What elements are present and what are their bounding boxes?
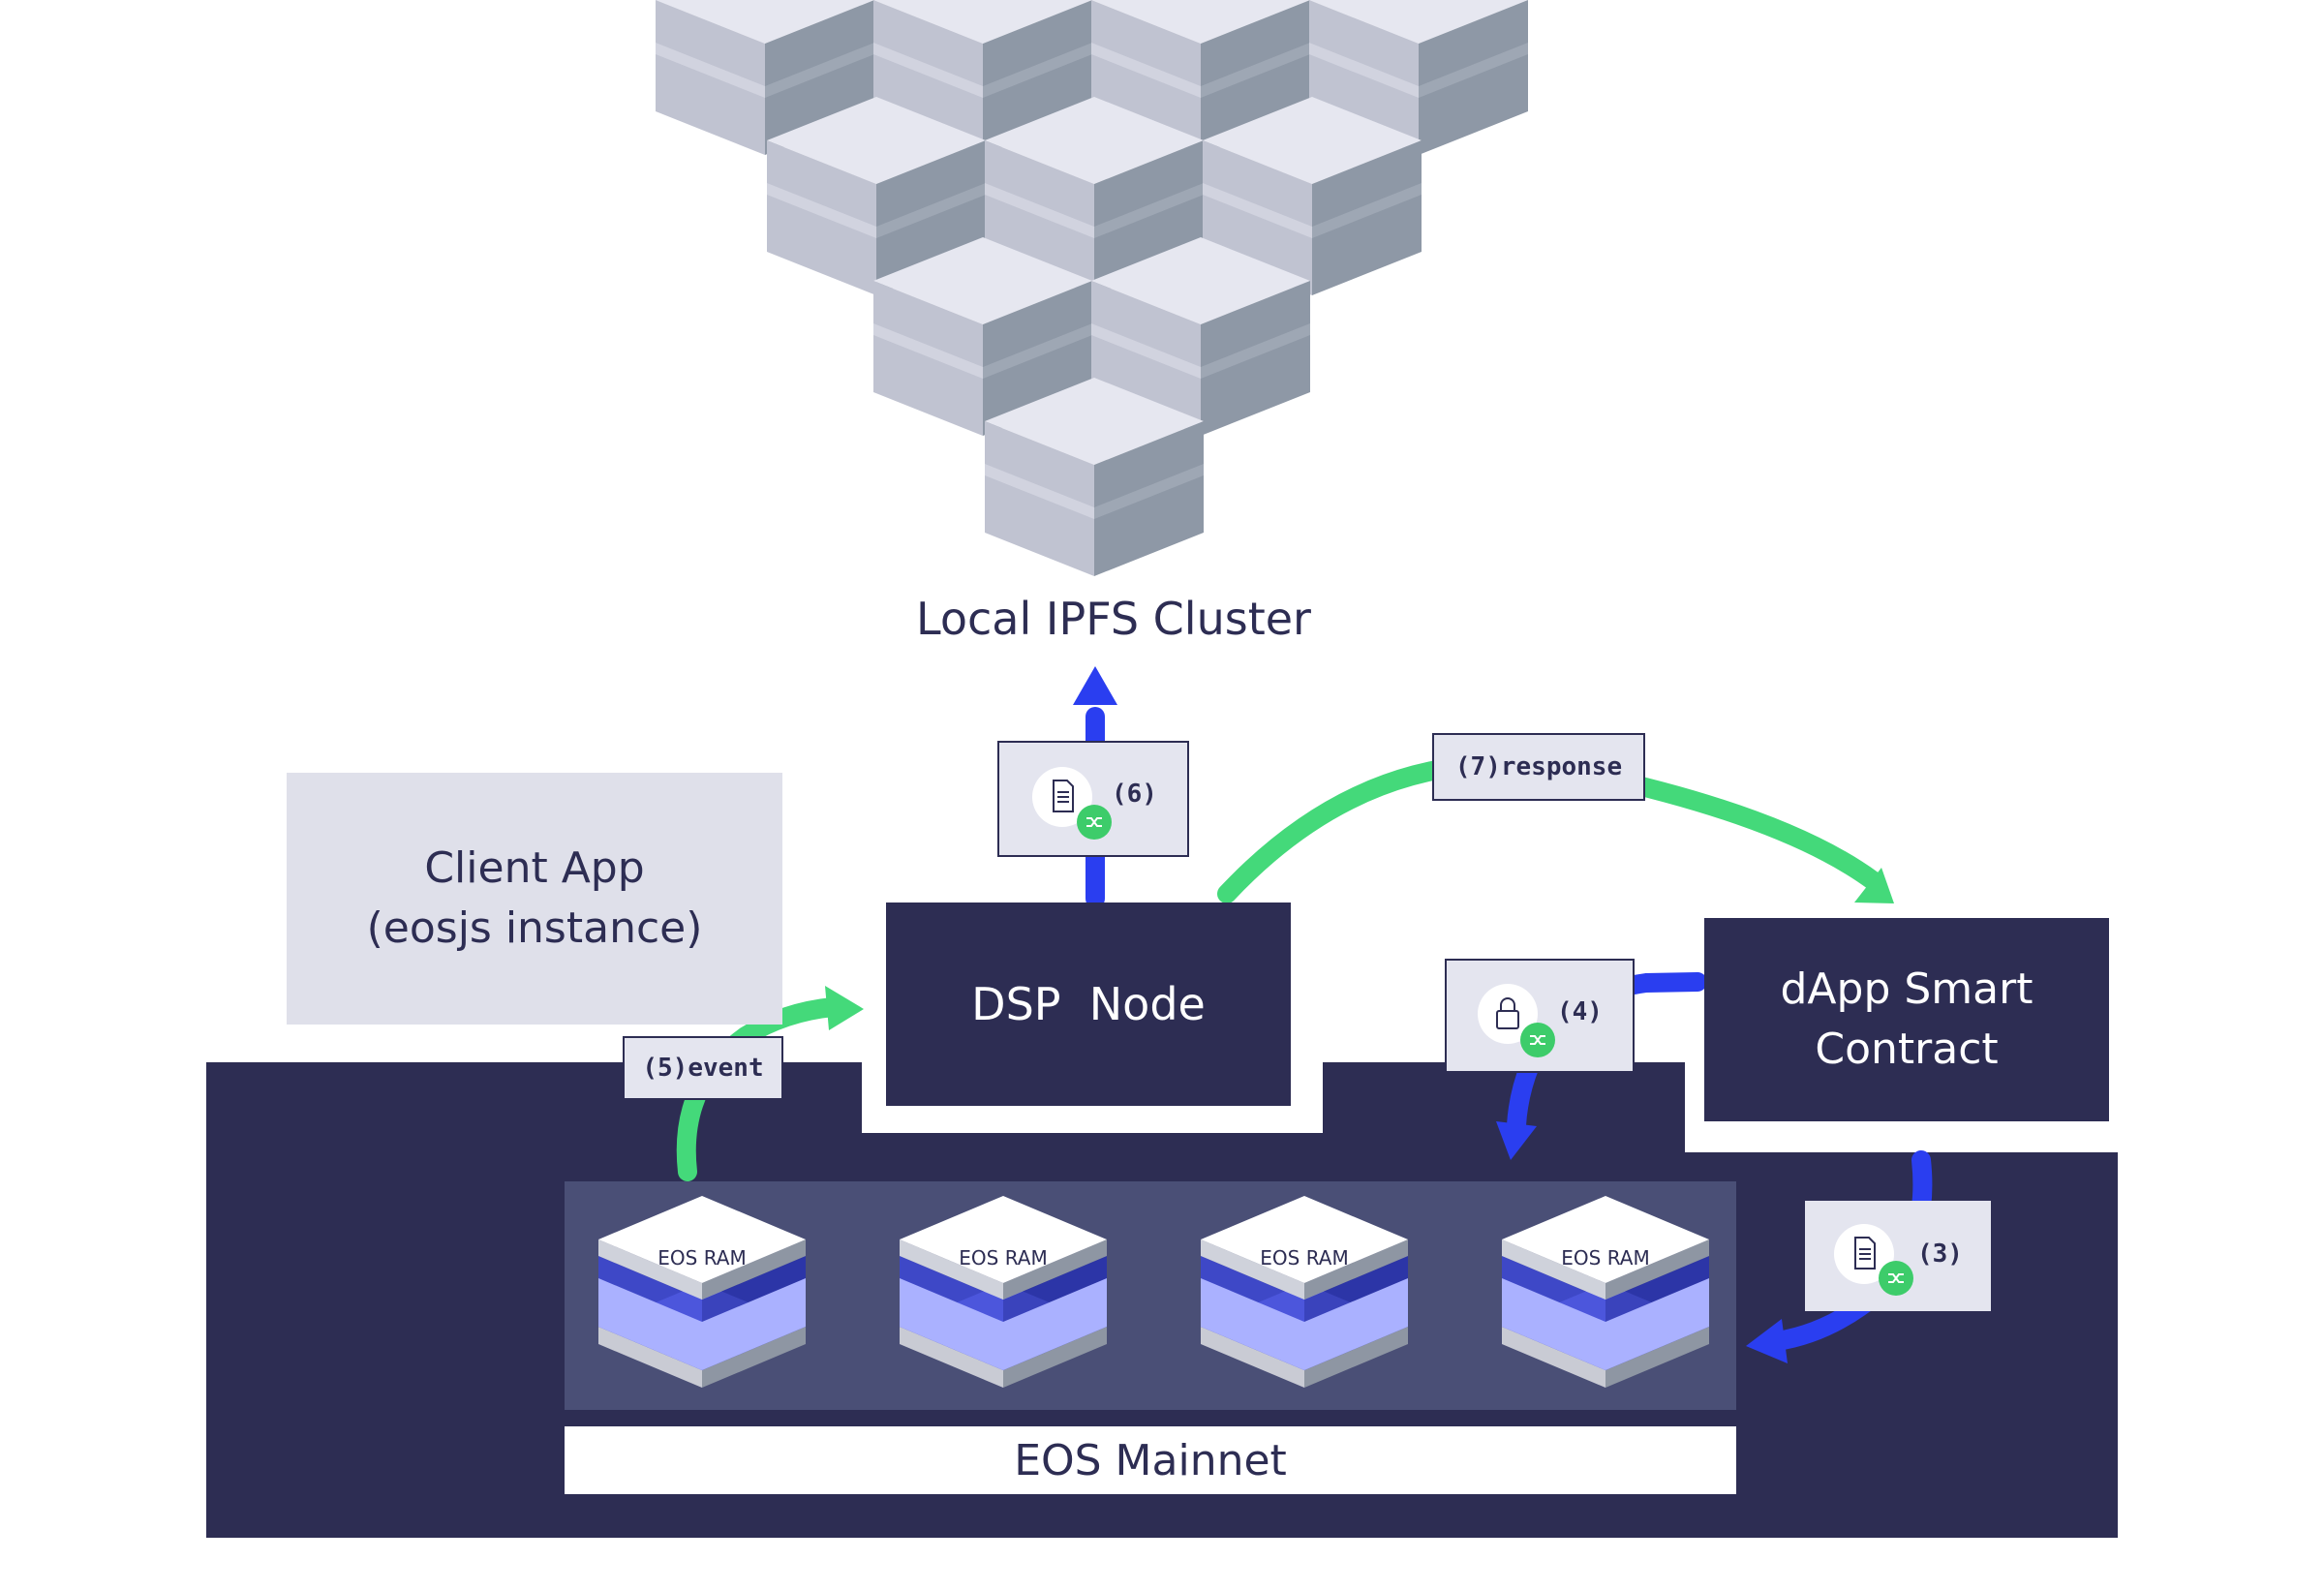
step-5-box: (5)event — [623, 1036, 783, 1100]
ram-label: EOS RAM — [959, 1246, 1047, 1270]
ipfs-cluster-label: Local IPFS Cluster — [916, 593, 1311, 645]
arrow-4-head — [1496, 1121, 1537, 1160]
ram-label: EOS RAM — [1561, 1246, 1649, 1270]
eos-mainnet-label: EOS Mainnet — [1014, 1435, 1287, 1485]
shuffle-icon — [1077, 805, 1112, 840]
arrow-3-head — [1746, 1319, 1788, 1363]
step-5-label: (5)event — [642, 1054, 764, 1083]
client-app-subtitle: (eosjs instance) — [366, 903, 703, 953]
dsp-node-box: DSP Node — [886, 903, 1291, 1106]
dapp-contract-line2: Contract — [1815, 1025, 1999, 1074]
ram-label: EOS RAM — [1260, 1246, 1348, 1270]
step-4-box: (4) — [1445, 959, 1635, 1073]
shuffle-icon — [1879, 1261, 1913, 1296]
document-icon — [1032, 767, 1092, 827]
ram-label: EOS RAM — [657, 1246, 746, 1270]
arrow-5-head — [825, 986, 864, 1030]
step-3-label: (3) — [1917, 1239, 1963, 1269]
dapp-contract-box: dApp Smart Contract — [1704, 918, 2109, 1121]
dsp-node-label: DSP Node — [971, 978, 1206, 1030]
step-6-label: (6) — [1112, 780, 1157, 809]
arrow-7-head — [1854, 868, 1894, 903]
eos-mainnet-label-box: EOS Mainnet — [565, 1426, 1736, 1494]
step-4-label: (4) — [1557, 997, 1603, 1026]
arrow-6-head — [1073, 666, 1117, 705]
ipfs-cube-pyramid — [656, 0, 1528, 576]
dapp-contract-line1: dApp Smart — [1780, 964, 2034, 1014]
step-3-box: (3) — [1805, 1201, 1991, 1311]
client-app-box: Client App (eosjs instance) — [287, 773, 782, 1025]
step-7-label: (7)response — [1454, 752, 1623, 781]
client-app-title: Client App — [424, 843, 645, 893]
step-6-box: (6) — [997, 741, 1189, 857]
shuffle-icon — [1520, 1023, 1555, 1057]
step-7-box: (7)response — [1432, 733, 1645, 801]
